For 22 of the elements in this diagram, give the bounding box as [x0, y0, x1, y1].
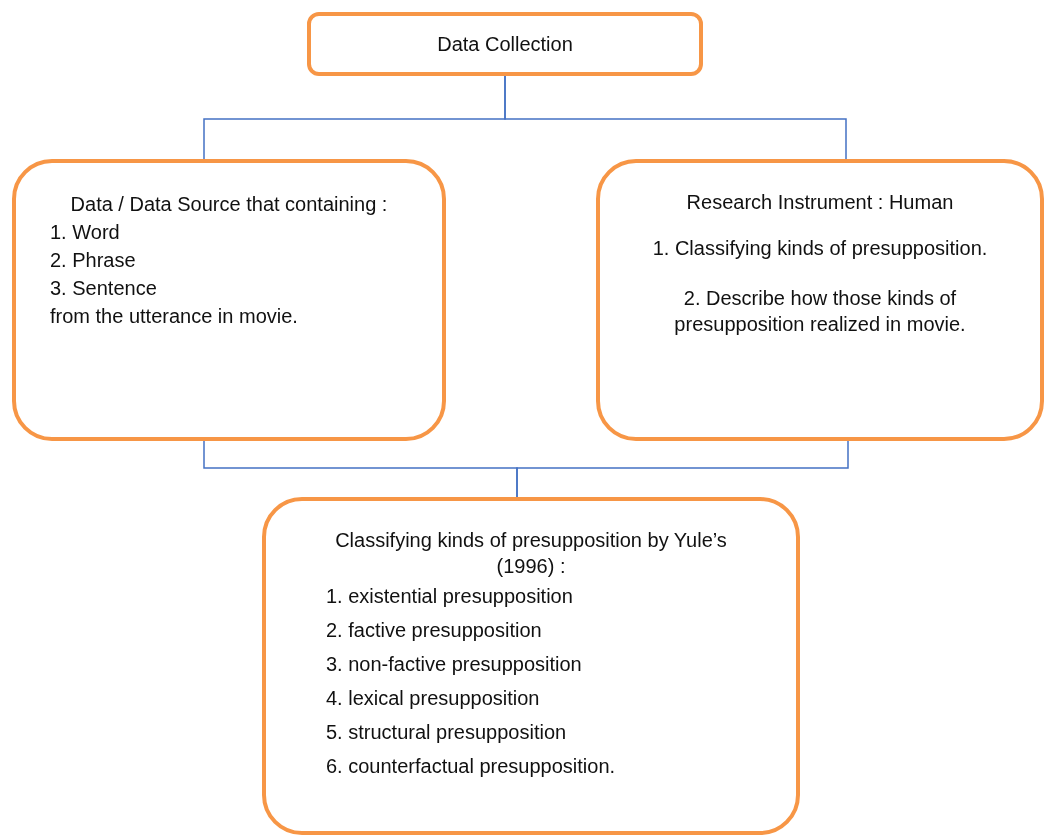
box-text: 2. factive presupposition [326, 618, 543, 643]
box-text: Classifying kinds of presupposition by Yule’s (1996) : [334, 528, 728, 579]
rounded-box [307, 12, 703, 76]
box-text: 5. structural presupposition [326, 720, 568, 745]
box-text: 1. existential presupposition [326, 584, 574, 609]
box-text: 3. Sentence [50, 276, 158, 301]
connector-line [504, 75, 847, 160]
box-text: 3. non-factive presupposition [326, 652, 583, 677]
box-text: Data / Data Source that containing : [69, 192, 389, 217]
box-text: Research Instrument : Human [685, 190, 955, 215]
rounded-box [12, 159, 446, 441]
rounded-box [262, 497, 800, 835]
rounded-box [596, 159, 1044, 441]
box-text: 2. Phrase [50, 248, 137, 273]
box-text: 1. Classifying kinds of presupposition. [651, 236, 989, 261]
box-text: 6. counterfactual presupposition. [326, 754, 617, 779]
box-text: 2. Describe how those kinds of presupposition realized in movie. [673, 286, 967, 337]
box-text: 4. lexical presupposition [326, 686, 541, 711]
box-text: Data Collection [436, 32, 574, 57]
box-text: 1. Word [50, 220, 121, 245]
connector-line [516, 440, 849, 498]
box-text: from the utterance in movie. [50, 304, 299, 329]
